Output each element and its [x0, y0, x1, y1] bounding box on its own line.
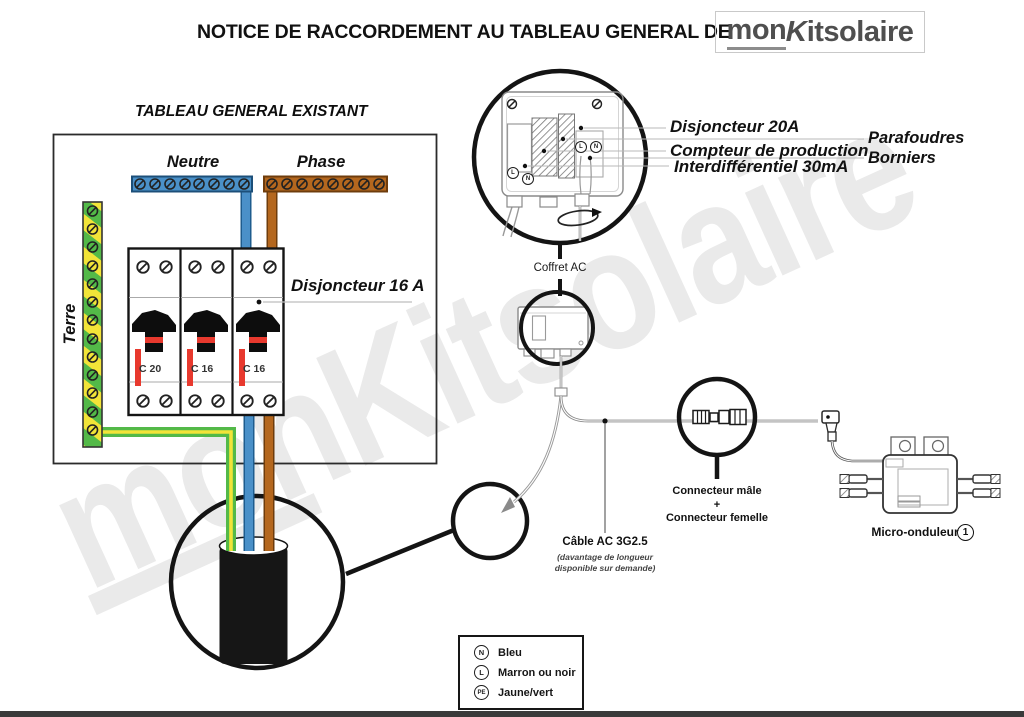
cable-detail-circle [168, 493, 346, 671]
earth-bus [82, 201, 103, 448]
neutral-bus [131, 175, 253, 193]
brand-logo-suffix: itsolaire [806, 15, 914, 48]
callout-parafoudres: Parafoudres [868, 129, 965, 147]
cable-spot-circle [450, 481, 530, 561]
legend-row-line: L Marron ou noir [474, 665, 582, 680]
dc-pigtails [867, 477, 973, 495]
trunk-plug [821, 410, 840, 424]
inverter-label: Micro-onduleur [871, 525, 959, 539]
legend-symbol-n: N [474, 645, 489, 660]
legend-symbol-pe: PE [474, 685, 489, 700]
phase-bus [263, 175, 388, 193]
breaker-rating-1: C 20 [139, 363, 162, 375]
terminal-l-2: L [575, 141, 587, 153]
coffret-ac-label: Coffret AC [533, 262, 587, 274]
breaker-16a-callout: Disjoncteur 16 A [291, 276, 425, 295]
legend-row-neutral: N Bleu [474, 645, 582, 660]
earth-wire [98, 427, 236, 551]
terminal-n-2: N [590, 141, 602, 153]
magnifier-link-line [345, 527, 455, 577]
callout-compteur: Compteur de production [670, 141, 869, 160]
breaker-block [127, 247, 412, 417]
neutral-label: Neutre [166, 153, 220, 171]
cable-sheath [219, 546, 288, 664]
ac-cable [559, 395, 818, 533]
callout-interdifferentiel: Interdifférentiel 30mA [674, 157, 849, 176]
cable-end-arrow [501, 395, 563, 513]
breaker-1 [129, 260, 180, 408]
connector-circle [676, 376, 758, 479]
connector-plus: + [713, 499, 721, 511]
callout-borniers: Borniers [868, 149, 936, 167]
breaker-3 [233, 260, 283, 408]
coffret-interdiff [575, 130, 604, 178]
terminal-l-1: L [507, 167, 519, 179]
panel-title: TABLEAU GENERAL EXISTANT [135, 103, 368, 120]
legend-label-jaunevert: Jaune/vert [498, 686, 554, 699]
coffret-window [531, 315, 547, 341]
breaker-rating-3: C 16 [243, 363, 266, 375]
connector-male-label: Connecteur mâle [672, 485, 762, 497]
rotate-arrow [557, 209, 599, 227]
inverter-badge: 1 [957, 524, 974, 541]
coffret-meter [558, 113, 575, 179]
cable-note-1: (davantage de longueur [557, 552, 653, 562]
legend-label-marron: Marron ou noir [498, 666, 576, 679]
legend-row-earth: PE Jaune/vert [474, 685, 582, 700]
bottom-bar [0, 711, 1024, 717]
legend-symbol-l: L [474, 665, 489, 680]
page-title: NOTICE DE RACCORDEMENT AU TABLEAU GENERA… [197, 21, 731, 43]
breaker-2 [181, 260, 232, 408]
micro-inverter [821, 410, 1001, 514]
cable-note-2: disponible sur demande) [554, 563, 656, 573]
coffret-breaker-20a [531, 117, 558, 177]
cable-label: Câble AC 3G2.5 [562, 536, 648, 548]
earth-label: Terre [61, 303, 79, 345]
legend-box: N Bleu L Marron ou noir PE Jaune/vert [458, 635, 584, 710]
legend-label-bleu: Bleu [498, 646, 522, 659]
brand-logo-mon: mon [726, 14, 787, 50]
callout-disjoncteur-20a: Disjoncteur 20A [670, 117, 800, 136]
wires [98, 189, 278, 551]
connector-female-label: Connecteur femelle [665, 512, 769, 524]
coffret-ac-box [517, 290, 595, 397]
phase-label: Phase [296, 153, 346, 171]
breaker-rating-2: C 16 [191, 363, 214, 375]
coffret-module-blank [506, 123, 533, 173]
terminal-n-1: N [522, 173, 534, 185]
